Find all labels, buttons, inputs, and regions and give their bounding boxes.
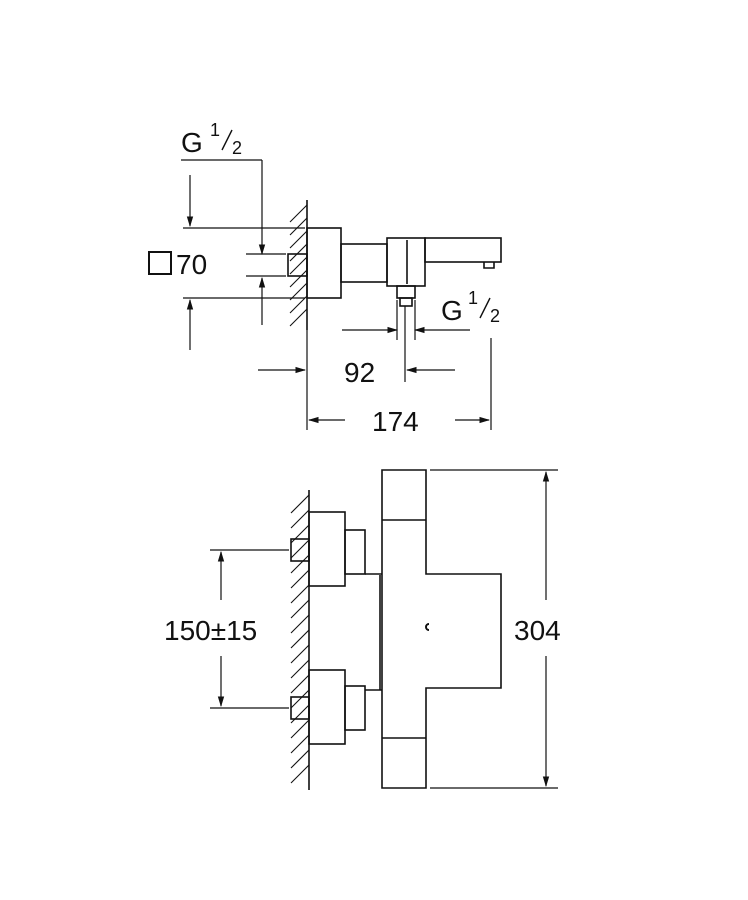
top-view [287,200,502,330]
thread-top-numerator: 1 [210,120,220,140]
top-view-dimensions [181,159,492,430]
dim-outlet-label: 92 [344,357,375,388]
thread-label-outlet: G 1 2 [441,288,500,326]
wall-hatching-front [290,494,310,784]
thread-top-denominator: 2 [232,138,242,158]
dim-centers-label: 150±15 [164,615,257,646]
thread-outlet-letter: G [441,295,463,326]
spout-tip [483,262,495,269]
wall-hatching-top [289,204,308,327]
dim-height-label: 304 [514,615,561,646]
thread-top-letter: G [181,127,203,158]
connector-lower [344,685,366,731]
mixer-body [381,469,502,789]
neck-top [340,243,388,283]
connector-upper [344,529,366,575]
square-symbol [148,251,172,275]
thread-outlet-numerator: 1 [468,288,478,308]
escutcheon-top [306,227,342,299]
front-view-dimensions [210,469,558,789]
thread-outlet-denominator: 2 [490,306,500,326]
outlet-stub [396,285,416,299]
escutcheon-lower [308,669,346,745]
center-mark [425,623,430,631]
body-top [386,237,426,287]
front-view [290,469,502,790]
spout-top [424,237,502,263]
thread-label-top: G 1 2 [181,120,242,158]
escutcheon-upper [308,511,346,587]
dim-depth-label: 174 [372,406,419,437]
square-size-label: 70 [176,249,207,280]
